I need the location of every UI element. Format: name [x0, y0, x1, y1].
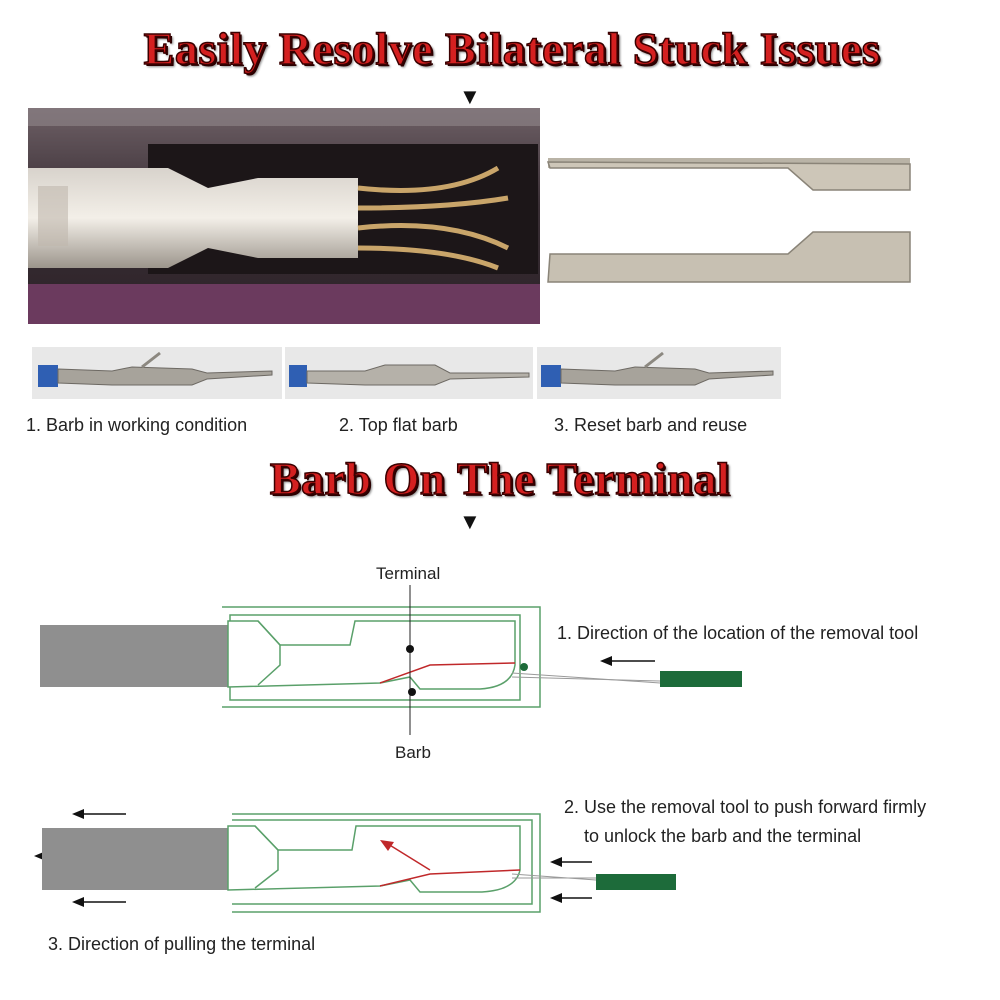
diagram-tool-location	[40, 585, 742, 735]
arrow-left-icon	[550, 857, 562, 867]
housing-outline	[232, 813, 541, 913]
step2-caption-line2: to unlock the barb and the terminal	[584, 826, 862, 846]
barb-point	[408, 688, 416, 696]
terminal-wire-strands	[357, 165, 510, 271]
step3-caption: 3. Direction of pulling the terminal	[48, 934, 316, 954]
arrow-left-icon	[72, 809, 84, 819]
housing-purple-base	[28, 284, 540, 324]
step1-caption: 1. Direction of the location of the remo…	[557, 623, 919, 643]
removal-tool	[596, 874, 676, 890]
step2-caption-line1: 2. Use the removal tool to push forward …	[564, 797, 927, 817]
photo-barb-working	[32, 347, 282, 399]
headline-barb-on-terminal: Barb On The Terminal	[269, 452, 731, 505]
terminal-outline	[227, 825, 521, 893]
arrow-red-icon	[380, 840, 394, 851]
barb-label: Barb	[395, 743, 431, 762]
removal-tool	[660, 671, 742, 687]
wire-cable	[42, 828, 230, 890]
terminal-outline	[227, 620, 516, 690]
arrow-left-icon	[72, 897, 84, 907]
photo-reset-barb	[537, 347, 781, 399]
down-arrow-marker-2: ▼	[459, 509, 481, 534]
arrow-left-icon	[550, 893, 562, 903]
barb-line	[379, 869, 521, 887]
arrow-left-icon	[600, 656, 612, 666]
connector-terminal-photo	[28, 108, 540, 324]
headline-bilateral-stuck: Easily Resolve Bilateral Stuck Issues	[143, 22, 881, 75]
barb-line	[379, 662, 516, 684]
down-arrow-marker: ▼	[459, 84, 481, 109]
caption-reset-barb: 3. Reset barb and reuse	[554, 415, 748, 435]
removal-tweezer-photo	[546, 158, 911, 283]
terminal-photo	[28, 168, 358, 268]
tweezer-lower-jaw	[547, 231, 911, 283]
caption-barb-working: 1. Barb in working condition	[26, 415, 248, 435]
housing-outline	[222, 606, 541, 708]
diagram-unlock-pull	[34, 809, 676, 913]
terminal-point	[406, 645, 414, 653]
tweezer-upper-jaw	[546, 161, 911, 191]
photo-top-flat-barb	[285, 347, 533, 399]
caption-top-flat-barb: 2. Top flat barb	[339, 415, 458, 435]
wire-cable	[40, 625, 230, 687]
terminal-label: Terminal	[376, 564, 441, 583]
